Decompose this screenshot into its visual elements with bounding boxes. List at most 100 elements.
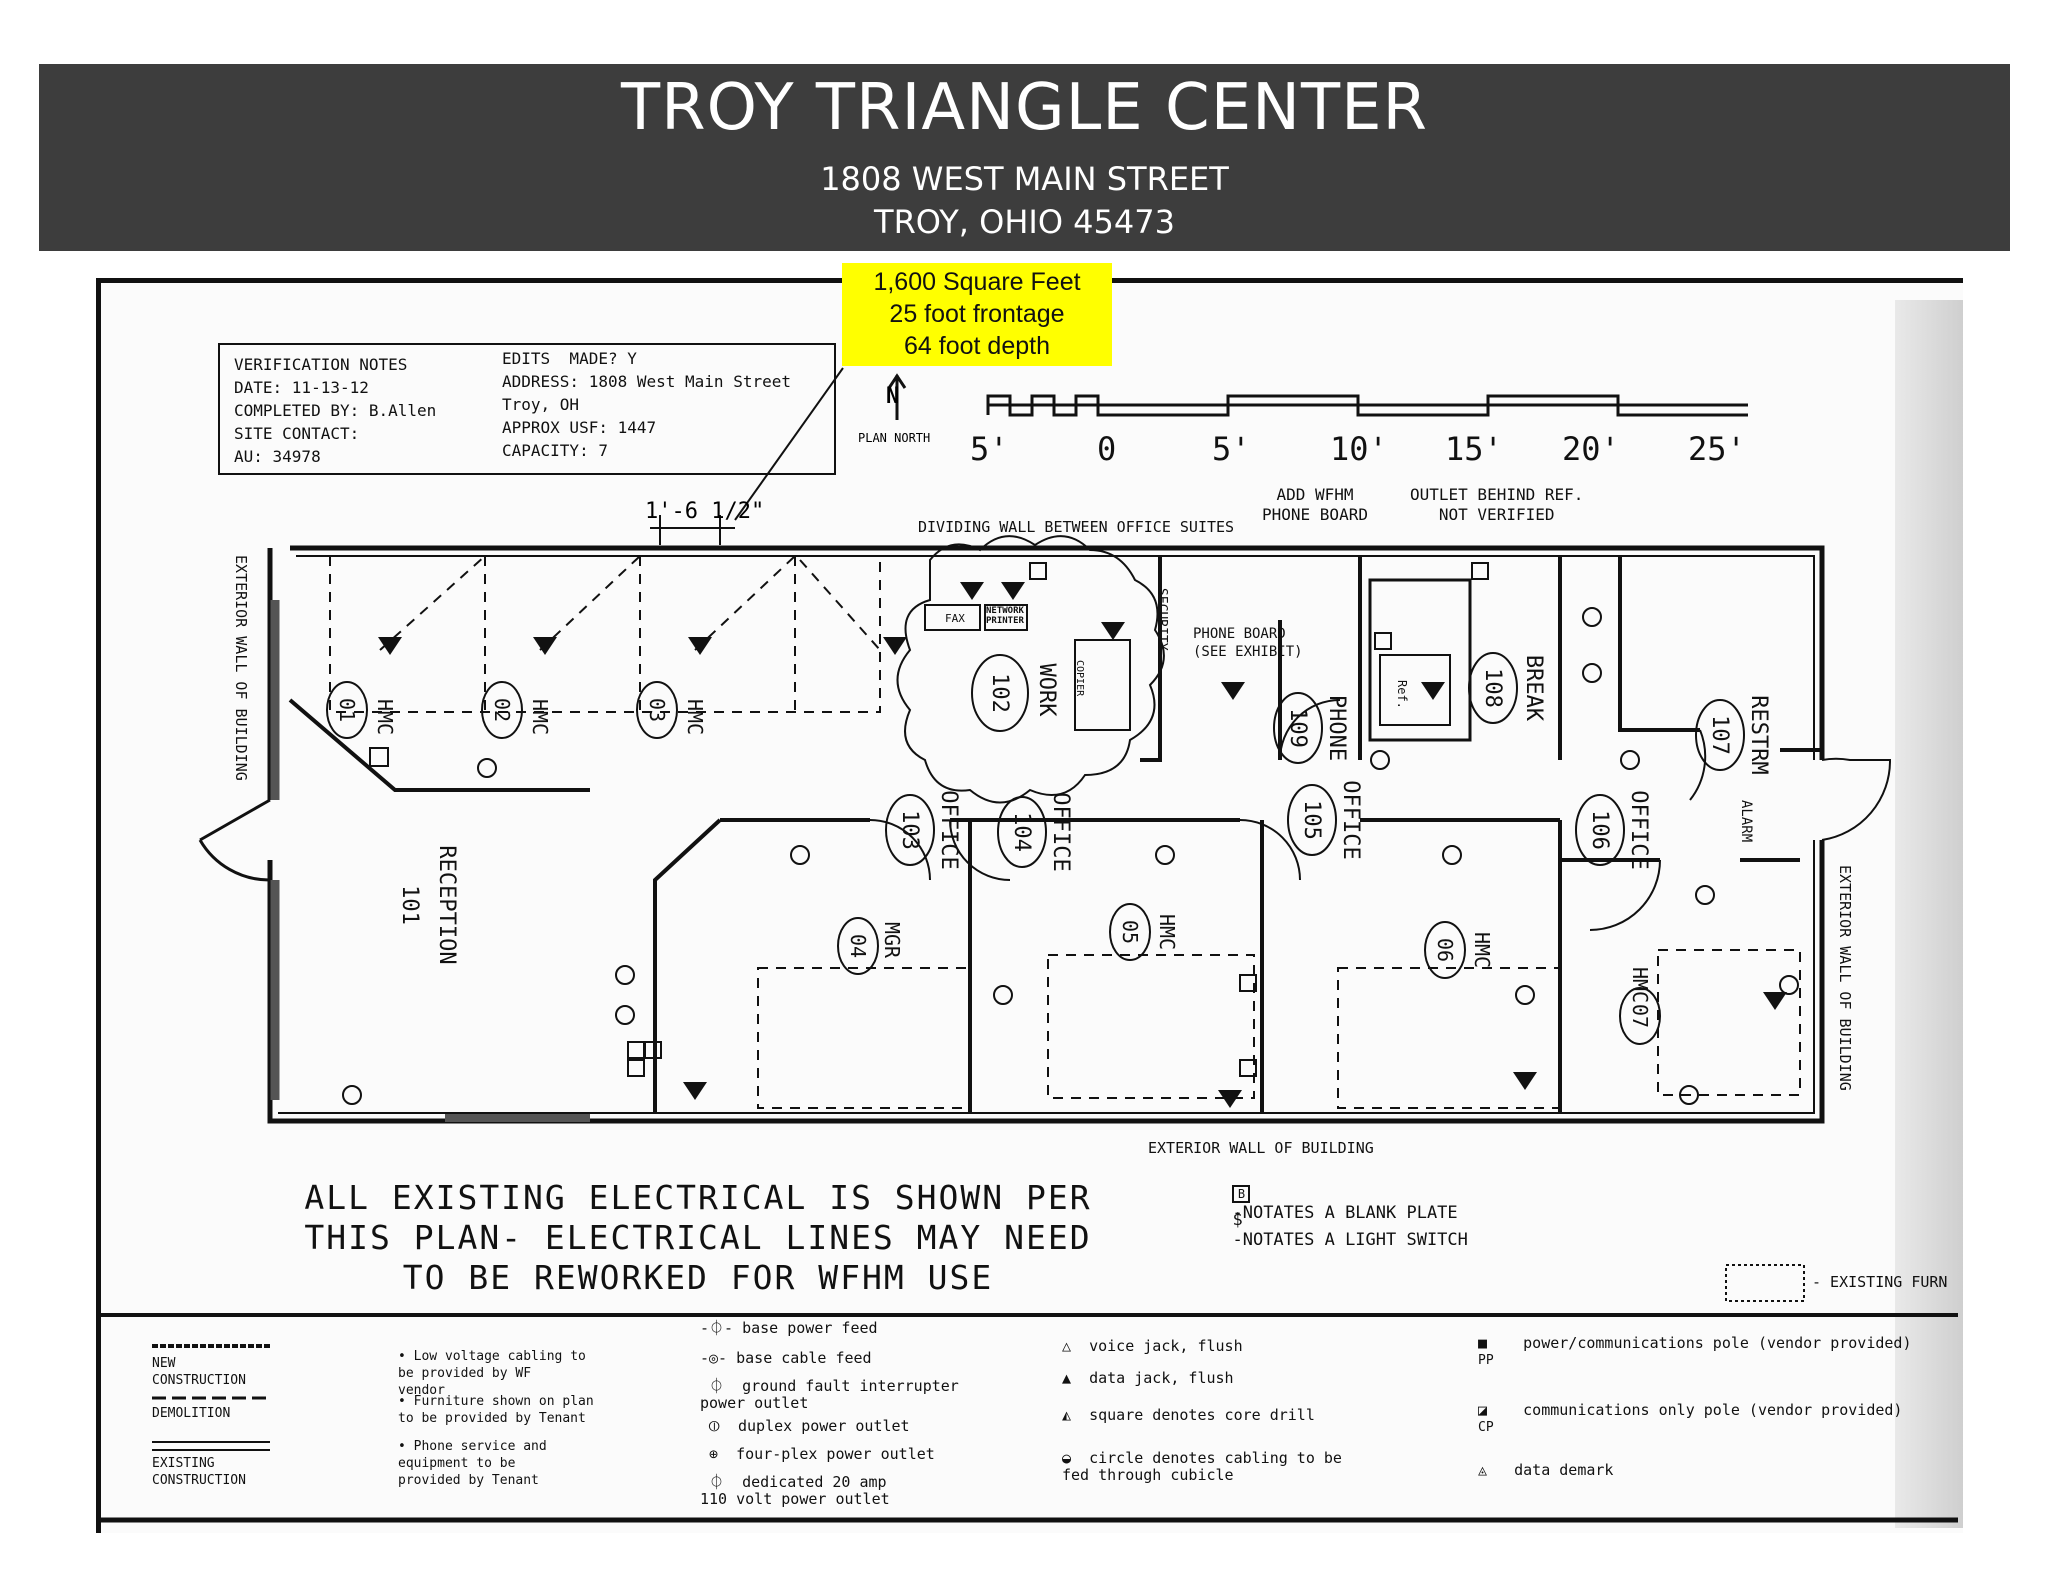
scale-label: 5' [970, 430, 1009, 468]
blank-plate-key: -NOTATES A BLANK PLATE [1232, 1203, 1458, 1223]
legend-base-power: base power feed [742, 1319, 878, 1337]
station-name-03: HMC [683, 699, 707, 735]
legend-new-construction: NEW CONSTRUCTION [152, 1356, 246, 1388]
address-line-2: TROY, OHIO 45473 [874, 203, 1175, 241]
legend-core: square denotes core drill [1089, 1406, 1315, 1424]
dimension-label: 1'-6 1/2" [645, 499, 764, 524]
printer-box [984, 604, 1028, 631]
power-pole-icon: ■ [1478, 1334, 1488, 1352]
light-switch-key-icon: $ [1232, 1210, 1243, 1230]
plan-north-label: PLAN NORTH [858, 431, 930, 445]
verification-usf: APPROX USF: 1447 [502, 418, 657, 437]
open-cubicles [329, 555, 881, 713]
dividing-wall-note: DIVIDING WALL BETWEEN OFFICE SUITES [918, 518, 1234, 536]
room-number-102: 102 [987, 673, 1012, 713]
outlet-ref-note: OUTLET BEHIND REF. NOT VERIFIED [1410, 485, 1584, 524]
scale-label: 15' [1445, 430, 1503, 468]
voice-jack-icon: △ [1062, 1337, 1072, 1355]
wfhm-board-note: ADD WFHM PHONE BOARD [1262, 485, 1368, 524]
ref-label: Ref. [1395, 680, 1409, 709]
duplex-outlet-icon: ⦶ [700, 1417, 729, 1435]
fax-box [924, 604, 981, 631]
size-callout: 1,600 Square Feet 25 foot frontage 64 fo… [842, 263, 1112, 366]
room-name-106: OFFICE [1626, 790, 1651, 869]
scale-label: 5' [1212, 430, 1251, 468]
data-demark-icon: ◬ [1478, 1461, 1488, 1479]
door-swings [869, 699, 1892, 931]
legend-fourplex: four-plex power outlet [736, 1445, 935, 1463]
legend-bullet-2: • Furniture shown on plan to be provided… [398, 1394, 594, 1426]
reception-wall [288, 698, 590, 792]
station-number-04: 04 [846, 934, 870, 958]
interior-walls [653, 556, 1822, 1113]
legend-gfi: ground fault interrupter power outlet [700, 1377, 959, 1412]
room-number-109: 109 [1285, 708, 1310, 748]
room-name-107: RESTRM [1746, 695, 1771, 774]
station-number-03: 03 [645, 698, 669, 722]
phone-board-note: PHONE BOARD (SEE EXHIBIT) [1193, 626, 1303, 660]
station-number-06: 06 [1433, 938, 1457, 962]
blank-plate-key-icon: B [1232, 1185, 1251, 1203]
header-banner: TROY TRIANGLE CENTER 1808 WEST MAIN STRE… [39, 64, 2010, 251]
sheet-edge-shadow [1895, 300, 1963, 1528]
work-area-cloud [896, 535, 1165, 804]
legend-circle: circle denotes cabling to be fed through… [1062, 1449, 1342, 1484]
verification-au: AU: 34978 [234, 447, 321, 466]
room-name-101: RECEPTION [434, 845, 459, 964]
station-name-06: HMC [1470, 932, 1494, 968]
room-name-104: OFFICE [1048, 792, 1073, 871]
station-number-01: 01 [335, 698, 359, 722]
verification-address: ADDRESS: 1808 West Main Street [502, 372, 791, 391]
base-power-icon: -⏀- [700, 1319, 734, 1337]
address-line-1: 1808 WEST MAIN STREET [820, 160, 1229, 198]
verification-completed-by: COMPLETED BY: B.Allen [234, 401, 437, 420]
station-name-05: HMC [1155, 914, 1179, 950]
station-name-02: HMC [528, 699, 552, 735]
verification-city: Troy, OH [502, 395, 580, 414]
legend-duplex: duplex power outlet [737, 1417, 910, 1435]
north-arrow-icon [887, 373, 907, 420]
room-name-108: BREAK [1521, 655, 1546, 722]
scale-labels: 5'0 5'10' 15'20' 25' [970, 430, 1746, 468]
station-number-07: 07 [1628, 1004, 1652, 1028]
legend-demolition: DEMOLITION [152, 1406, 231, 1421]
legend-data: data jack, flush [1089, 1369, 1234, 1387]
exterior-left-note: EXTERIOR WALL OF BUILDING [232, 555, 250, 781]
room-name-109: PHONE [1324, 695, 1349, 761]
legend-existing-construction: EXISTING CONSTRUCTION [152, 1456, 246, 1488]
legend-voice: voice jack, flush [1089, 1337, 1243, 1355]
existing-furniture-key: - EXISTING FURN [1812, 1273, 1948, 1291]
callout-depth: 64 foot depth [904, 332, 1050, 360]
data-jack-icon [378, 582, 1787, 1108]
electrical-warning: ALL EXISTING ELECTRICAL IS SHOWN PER THI… [304, 1178, 1092, 1297]
exterior-walls [267, 545, 1825, 1124]
copier-box [1074, 639, 1131, 731]
verification-site-contact: SITE CONTACT: [234, 424, 360, 443]
verification-notes: VERIFICATION NOTES DATE: 11-13-12 COMPLE… [218, 343, 836, 475]
legend-base-cable: base cable feed [736, 1349, 872, 1367]
verification-capacity: CAPACITY: 7 [502, 441, 608, 460]
room-number-101: 101 [397, 885, 422, 925]
entry-door [198, 798, 271, 882]
gfi-outlet-icon: ⏀ [700, 1377, 734, 1395]
room-name-103: OFFICE [936, 790, 961, 869]
station-number-02: 02 [490, 698, 514, 722]
room-number-107: 107 [1707, 715, 1732, 755]
room-number-105: 105 [1299, 800, 1324, 840]
legend-cp-tag: CP [1478, 1420, 1494, 1435]
exterior-bottom-note: EXTERIOR WALL OF BUILDING [1148, 1139, 1374, 1157]
room-number-104: 104 [1009, 812, 1034, 852]
legend-dedicated: dedicated 20 amp 110 volt power outlet [700, 1473, 890, 1508]
existing-furniture-swatch [1725, 1264, 1805, 1302]
room-number-108: 108 [1480, 668, 1505, 708]
data-jack-legend-icon: ▲ [1062, 1369, 1072, 1387]
alarm-label: ALARM [1738, 800, 1754, 842]
light-switch-key: -NOTATES A LIGHT SWITCH [1232, 1230, 1468, 1250]
scale-label: 25' [1688, 430, 1746, 468]
legend-demark: data demark [1514, 1461, 1614, 1479]
legend-cp: communications only pole (vendor provide… [1523, 1401, 1903, 1419]
room-name-102: WORK [1034, 664, 1059, 718]
security-label: SECURITY [1154, 588, 1169, 651]
copier-label: COPIER [1074, 660, 1085, 697]
